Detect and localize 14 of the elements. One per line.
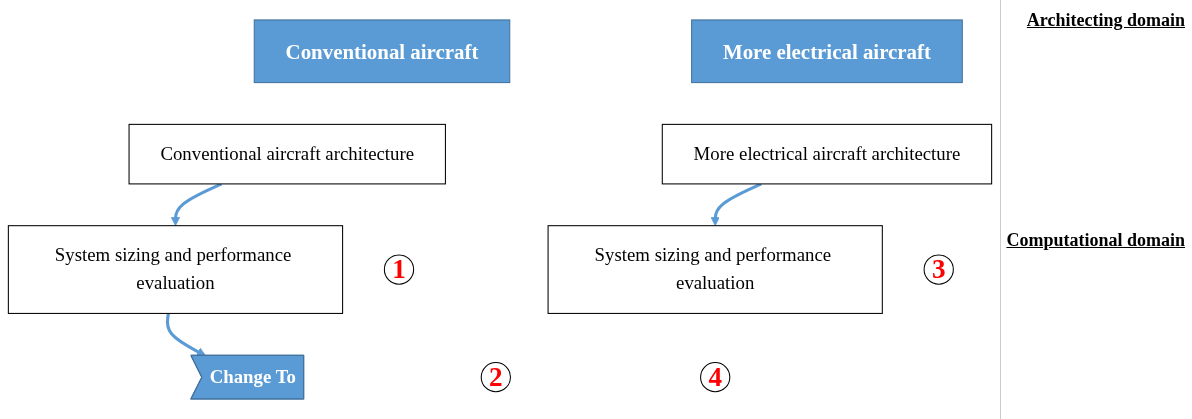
node-box: More electrical aircraft architecture bbox=[661, 123, 993, 185]
domain-label: Computational domain bbox=[1006, 230, 1185, 251]
node-box: System sizing and performance evaluation bbox=[7, 225, 344, 314]
node-box: Conventional aircraft bbox=[253, 19, 511, 84]
node-circle: 4 bbox=[700, 362, 731, 393]
node-box: More electrical aircraft bbox=[691, 19, 963, 84]
node-circle: 1 bbox=[383, 254, 415, 285]
arrow bbox=[710, 182, 762, 227]
node-box: Conventional aircraft architecture bbox=[128, 123, 446, 185]
arrow bbox=[170, 182, 223, 227]
node-circle: 3 bbox=[923, 254, 954, 285]
domain-label: Architecting domain bbox=[1026, 10, 1185, 31]
node-circle: 2 bbox=[480, 362, 511, 393]
node-box: System sizing and performance evaluation bbox=[547, 225, 883, 314]
